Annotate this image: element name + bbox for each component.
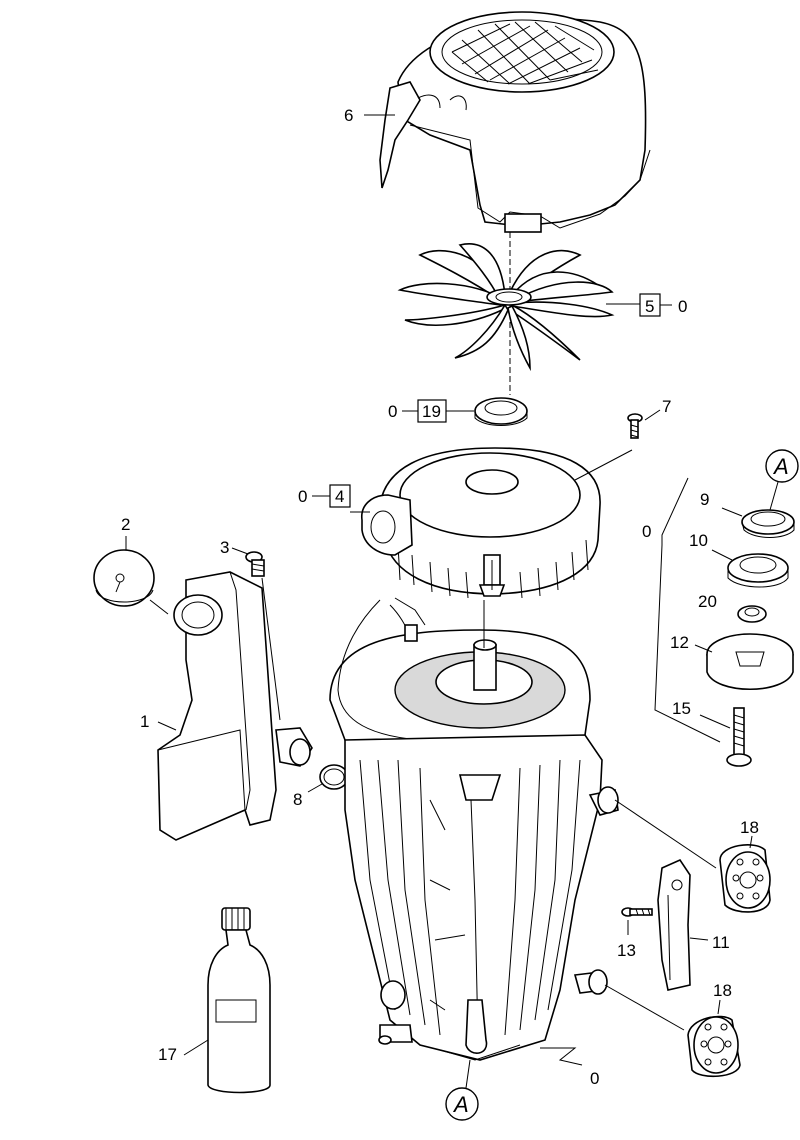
label-part-11: 11 xyxy=(712,933,730,952)
detail-marker-top: A xyxy=(765,449,799,483)
label-zero-19: 0 xyxy=(388,402,397,421)
detail-marker-bottom-text: A xyxy=(452,1092,469,1117)
cover-grille xyxy=(451,21,599,85)
damper-18-lower xyxy=(687,1015,741,1078)
screw-3 xyxy=(245,551,265,577)
leader-2b xyxy=(149,599,169,615)
leader-17 xyxy=(183,1039,209,1056)
label-part-9: 9 xyxy=(700,490,709,509)
o-ring-8 xyxy=(319,764,349,790)
fan-cover xyxy=(379,11,651,233)
leader-10 xyxy=(711,549,733,561)
label-part-13: 13 xyxy=(617,941,636,960)
bearing-19 xyxy=(474,397,528,426)
fan-impeller xyxy=(397,232,615,395)
end-shield-4 xyxy=(361,447,601,599)
leader-3b xyxy=(261,577,281,721)
leader-18a xyxy=(614,799,717,869)
label-part-4: 4 xyxy=(335,487,344,506)
seal-9 xyxy=(741,509,795,538)
leader-12 xyxy=(694,644,713,653)
label-part-10: 10 xyxy=(689,531,708,550)
leader-3 xyxy=(231,547,249,555)
bearing-10 xyxy=(727,553,789,588)
label-part-2: 2 xyxy=(121,515,130,534)
leader-base-0 xyxy=(540,1047,583,1066)
label-zero-base: 0 xyxy=(590,1069,599,1088)
box-part-4 xyxy=(329,484,351,508)
label-part-1: 1 xyxy=(140,712,149,731)
oil-tank-1 xyxy=(157,571,313,841)
leader-7b xyxy=(574,449,633,481)
label-part-18-lower: 18 xyxy=(713,981,732,1000)
leader-18b-label xyxy=(717,999,721,1015)
label-part-17: 17 xyxy=(158,1045,177,1064)
screw-15 xyxy=(726,707,752,767)
label-part-12: 12 xyxy=(670,633,689,652)
leader-18a-label xyxy=(749,835,753,849)
label-part-3: 3 xyxy=(220,538,229,557)
leader-7 xyxy=(644,409,661,421)
oil-bottle-17 xyxy=(207,907,271,1094)
cap-2 xyxy=(93,549,155,607)
motor-housing xyxy=(329,597,619,1061)
damper-18-upper xyxy=(719,844,771,913)
leader-1 xyxy=(157,721,177,731)
label-part-7: 7 xyxy=(662,397,671,416)
leader-11 xyxy=(689,937,709,941)
ring-20 xyxy=(737,605,767,623)
label-part-5: 5 xyxy=(645,297,654,316)
label-zero-kit: 0 xyxy=(642,522,651,541)
screw-13 xyxy=(621,907,653,917)
label-part-20: 20 xyxy=(698,592,717,611)
disc-12 xyxy=(706,633,794,690)
label-part-18-upper: 18 xyxy=(740,818,759,837)
label-zero-5: 0 xyxy=(678,297,687,316)
leader-15 xyxy=(699,714,731,729)
leader-18b xyxy=(604,984,685,1031)
detail-marker-top-text: A xyxy=(772,454,789,479)
detail-marker-bottom: A xyxy=(445,1087,479,1121)
leader-8 xyxy=(307,783,323,793)
label-part-15: 15 xyxy=(672,699,691,718)
label-part-8: 8 xyxy=(293,790,302,809)
label-part-19: 19 xyxy=(422,402,441,421)
kit-bracket xyxy=(654,477,721,743)
label-part-6: 6 xyxy=(344,106,353,125)
bracket-11 xyxy=(657,858,691,991)
leader-9 xyxy=(721,507,743,517)
label-zero-4: 0 xyxy=(298,487,307,506)
box-part-19 xyxy=(417,399,447,423)
screw-7 xyxy=(627,413,643,439)
